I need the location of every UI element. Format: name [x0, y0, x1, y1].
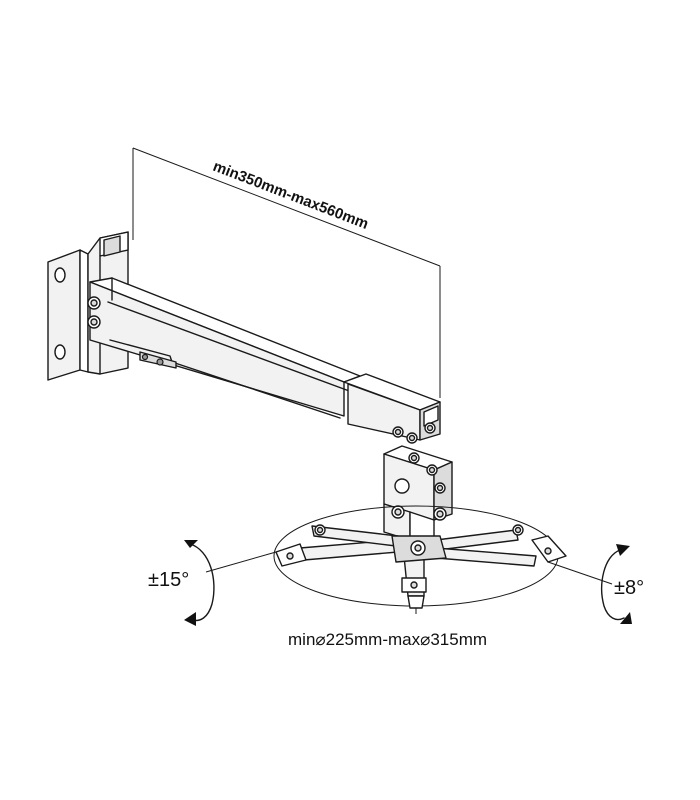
arm-length-label: min350mm-max560mm: [211, 158, 371, 233]
swivel-joint: [383, 445, 453, 547]
tilt-right-label: ±8°: [614, 577, 644, 599]
arm-bolts: [87, 296, 101, 329]
arm-length-dimension: [132, 147, 441, 398]
adapter-plate: [205, 505, 613, 614]
tilt-left-arrow: [184, 540, 215, 626]
plate-diameter-label: min⌀225mm-max⌀315mm: [288, 630, 487, 649]
inner-arm: [343, 373, 441, 444]
tilt-left-label: ±15°: [148, 569, 189, 591]
outer-arm: [89, 277, 361, 419]
tilt-right-arrow: [601, 544, 632, 624]
